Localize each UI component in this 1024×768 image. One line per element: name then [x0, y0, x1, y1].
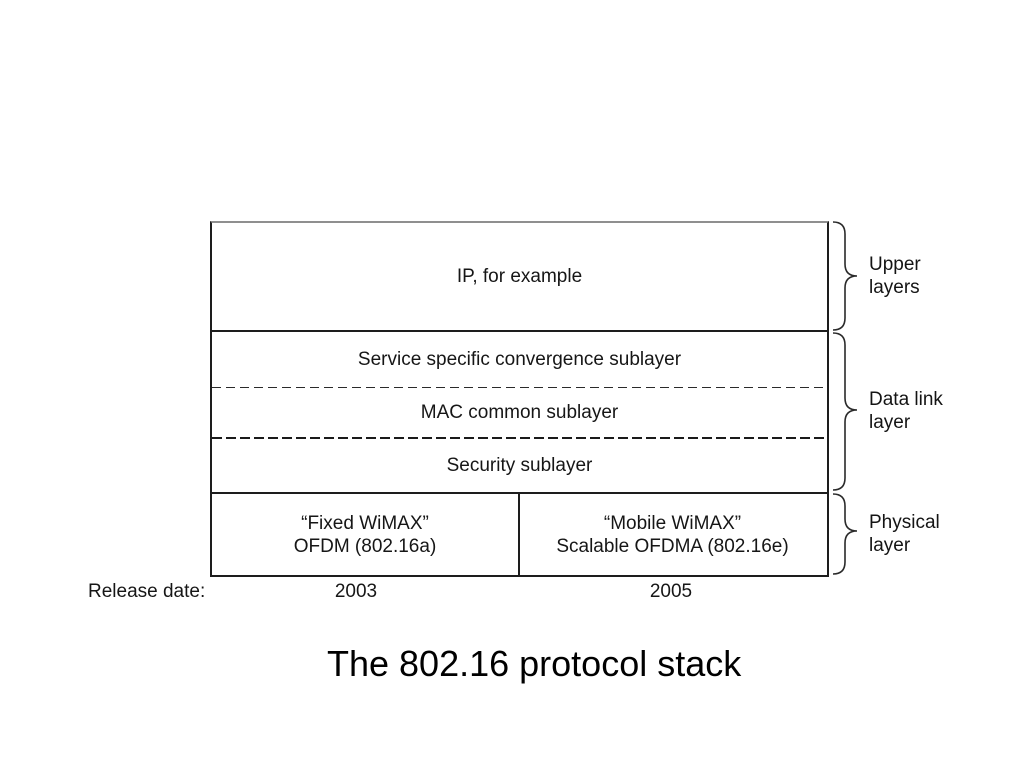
fixed-wimax-tech: OFDM (802.16a) [293, 535, 437, 557]
release-date-label: Release date: [88, 581, 206, 602]
data-link-layer-label: Data link layer [869, 388, 1009, 434]
brace-physical-layer [832, 493, 858, 575]
physical-layer-label: Physical layer [869, 511, 1009, 557]
security-sublayer-box: Security sublayer [212, 439, 827, 492]
line-ip-datalink [212, 330, 827, 332]
mobile-wimax-name: “Mobile WiMAX” [603, 512, 742, 534]
upper-layers-line2: layers [869, 277, 920, 298]
release-year-fixed: 2003 [334, 581, 378, 602]
physical-line1: Physical [869, 512, 940, 533]
data-link-line2: layer [869, 412, 911, 433]
protocol-stack-diagram: IP, for example Service specific converg… [210, 221, 829, 577]
release-year-mobile: 2005 [649, 581, 693, 602]
mobile-wimax-tech: Scalable OFDMA (802.16e) [556, 535, 789, 557]
data-link-line1: Data link [869, 389, 943, 410]
mac-sublayer-box: MAC common sublayer [212, 388, 827, 437]
figure-caption: The 802.16 protocol stack [327, 643, 742, 684]
fixed-wimax-name: “Fixed WiMAX” [301, 512, 429, 534]
fixed-wimax-box: “Fixed WiMAX” OFDM (802.16a) [212, 494, 518, 575]
mac-sublayer-label: MAC common sublayer [420, 401, 619, 423]
line-datalink-physical [212, 492, 827, 494]
service-sublayer-label: Service specific convergence sublayer [357, 348, 682, 370]
upper-layers-line1: Upper [869, 254, 921, 275]
upper-layer-label: IP, for example [456, 265, 583, 287]
upper-layers-label: Upper layers [869, 253, 1009, 299]
upper-layer-box: IP, for example [212, 223, 827, 330]
mobile-wimax-box: “Mobile WiMAX” Scalable OFDMA (802.16e) [518, 494, 827, 575]
dashed-line-service-mac [212, 387, 827, 388]
brace-upper-layers [832, 221, 858, 331]
service-sublayer-box: Service specific convergence sublayer [212, 332, 827, 387]
layer-braces [832, 221, 858, 575]
dashed-line-mac-security [212, 437, 827, 439]
physical-line2: layer [869, 535, 911, 556]
brace-data-link-layer [832, 332, 858, 491]
physical-layer-row: “Fixed WiMAX” OFDM (802.16a) “Mobile WiM… [212, 494, 827, 575]
physical-cells-divider [518, 494, 520, 575]
security-sublayer-label: Security sublayer [446, 454, 593, 476]
